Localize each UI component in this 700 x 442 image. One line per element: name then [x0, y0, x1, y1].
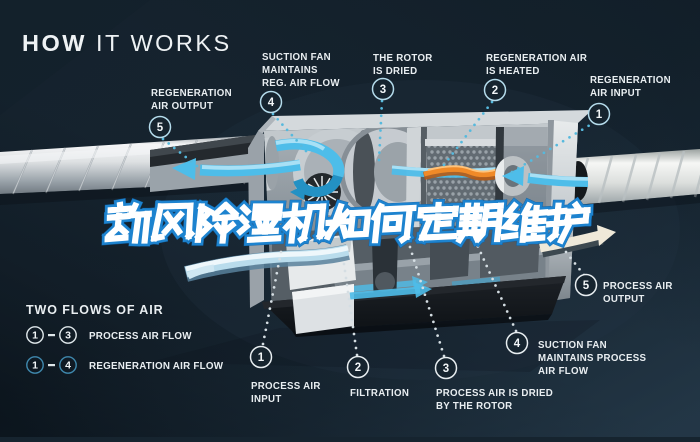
svg-text:1: 1 [32, 360, 38, 372]
svg-text:PROCESS AIR FLOW: PROCESS AIR FLOW [89, 331, 192, 342]
svg-text:REG. AIR FLOW: REG. AIR FLOW [262, 78, 340, 89]
svg-text:4: 4 [514, 338, 521, 350]
svg-text:AIR INPUT: AIR INPUT [590, 88, 641, 99]
svg-text:TWO FLOWS OF AIR: TWO FLOWS OF AIR [26, 303, 164, 317]
svg-text:5: 5 [157, 122, 164, 134]
svg-text:IS DRIED: IS DRIED [373, 66, 417, 77]
svg-text:BY THE ROTOR: BY THE ROTOR [436, 401, 512, 412]
svg-text:3: 3 [443, 363, 449, 375]
svg-text:OUTPUT: OUTPUT [603, 294, 645, 305]
svg-text:MAINTAINS: MAINTAINS [262, 65, 318, 76]
svg-text:4: 4 [268, 97, 275, 109]
svg-text:5: 5 [583, 280, 590, 292]
svg-text:PROCESS AIR IS DRIED: PROCESS AIR IS DRIED [436, 388, 553, 399]
svg-text:PROCESS AIR: PROCESS AIR [251, 381, 321, 392]
svg-text:HOW IT WORKS: HOW IT WORKS [22, 30, 232, 56]
svg-text:SUCTION FAN: SUCTION FAN [538, 340, 607, 351]
svg-text:INPUT: INPUT [251, 394, 282, 405]
svg-text:AIR FLOW: AIR FLOW [538, 366, 589, 377]
svg-text:MAINTAINS PROCESS: MAINTAINS PROCESS [538, 353, 646, 364]
svg-text:REGENERATION AIR FLOW: REGENERATION AIR FLOW [89, 361, 224, 372]
svg-text:PROCESS AIR: PROCESS AIR [603, 281, 673, 292]
svg-text:THE ROTOR: THE ROTOR [373, 53, 433, 64]
svg-text:AIR OUTPUT: AIR OUTPUT [151, 101, 213, 112]
svg-text:REGENERATION: REGENERATION [590, 75, 671, 86]
svg-text:FILTRATION: FILTRATION [350, 388, 409, 399]
svg-text:1: 1 [32, 330, 38, 342]
svg-text:1: 1 [258, 352, 265, 364]
svg-text:3: 3 [380, 84, 386, 96]
svg-text:IS HEATED: IS HEATED [486, 66, 540, 77]
svg-text:2: 2 [355, 362, 361, 374]
svg-text:1: 1 [596, 109, 603, 121]
svg-text:2: 2 [492, 85, 498, 97]
svg-text:REGENERATION: REGENERATION [151, 88, 232, 99]
svg-text:SUCTION FAN: SUCTION FAN [262, 52, 331, 63]
svg-text:REGENERATION AIR: REGENERATION AIR [486, 53, 587, 64]
svg-text:4: 4 [65, 360, 71, 372]
svg-text:3: 3 [65, 330, 71, 342]
